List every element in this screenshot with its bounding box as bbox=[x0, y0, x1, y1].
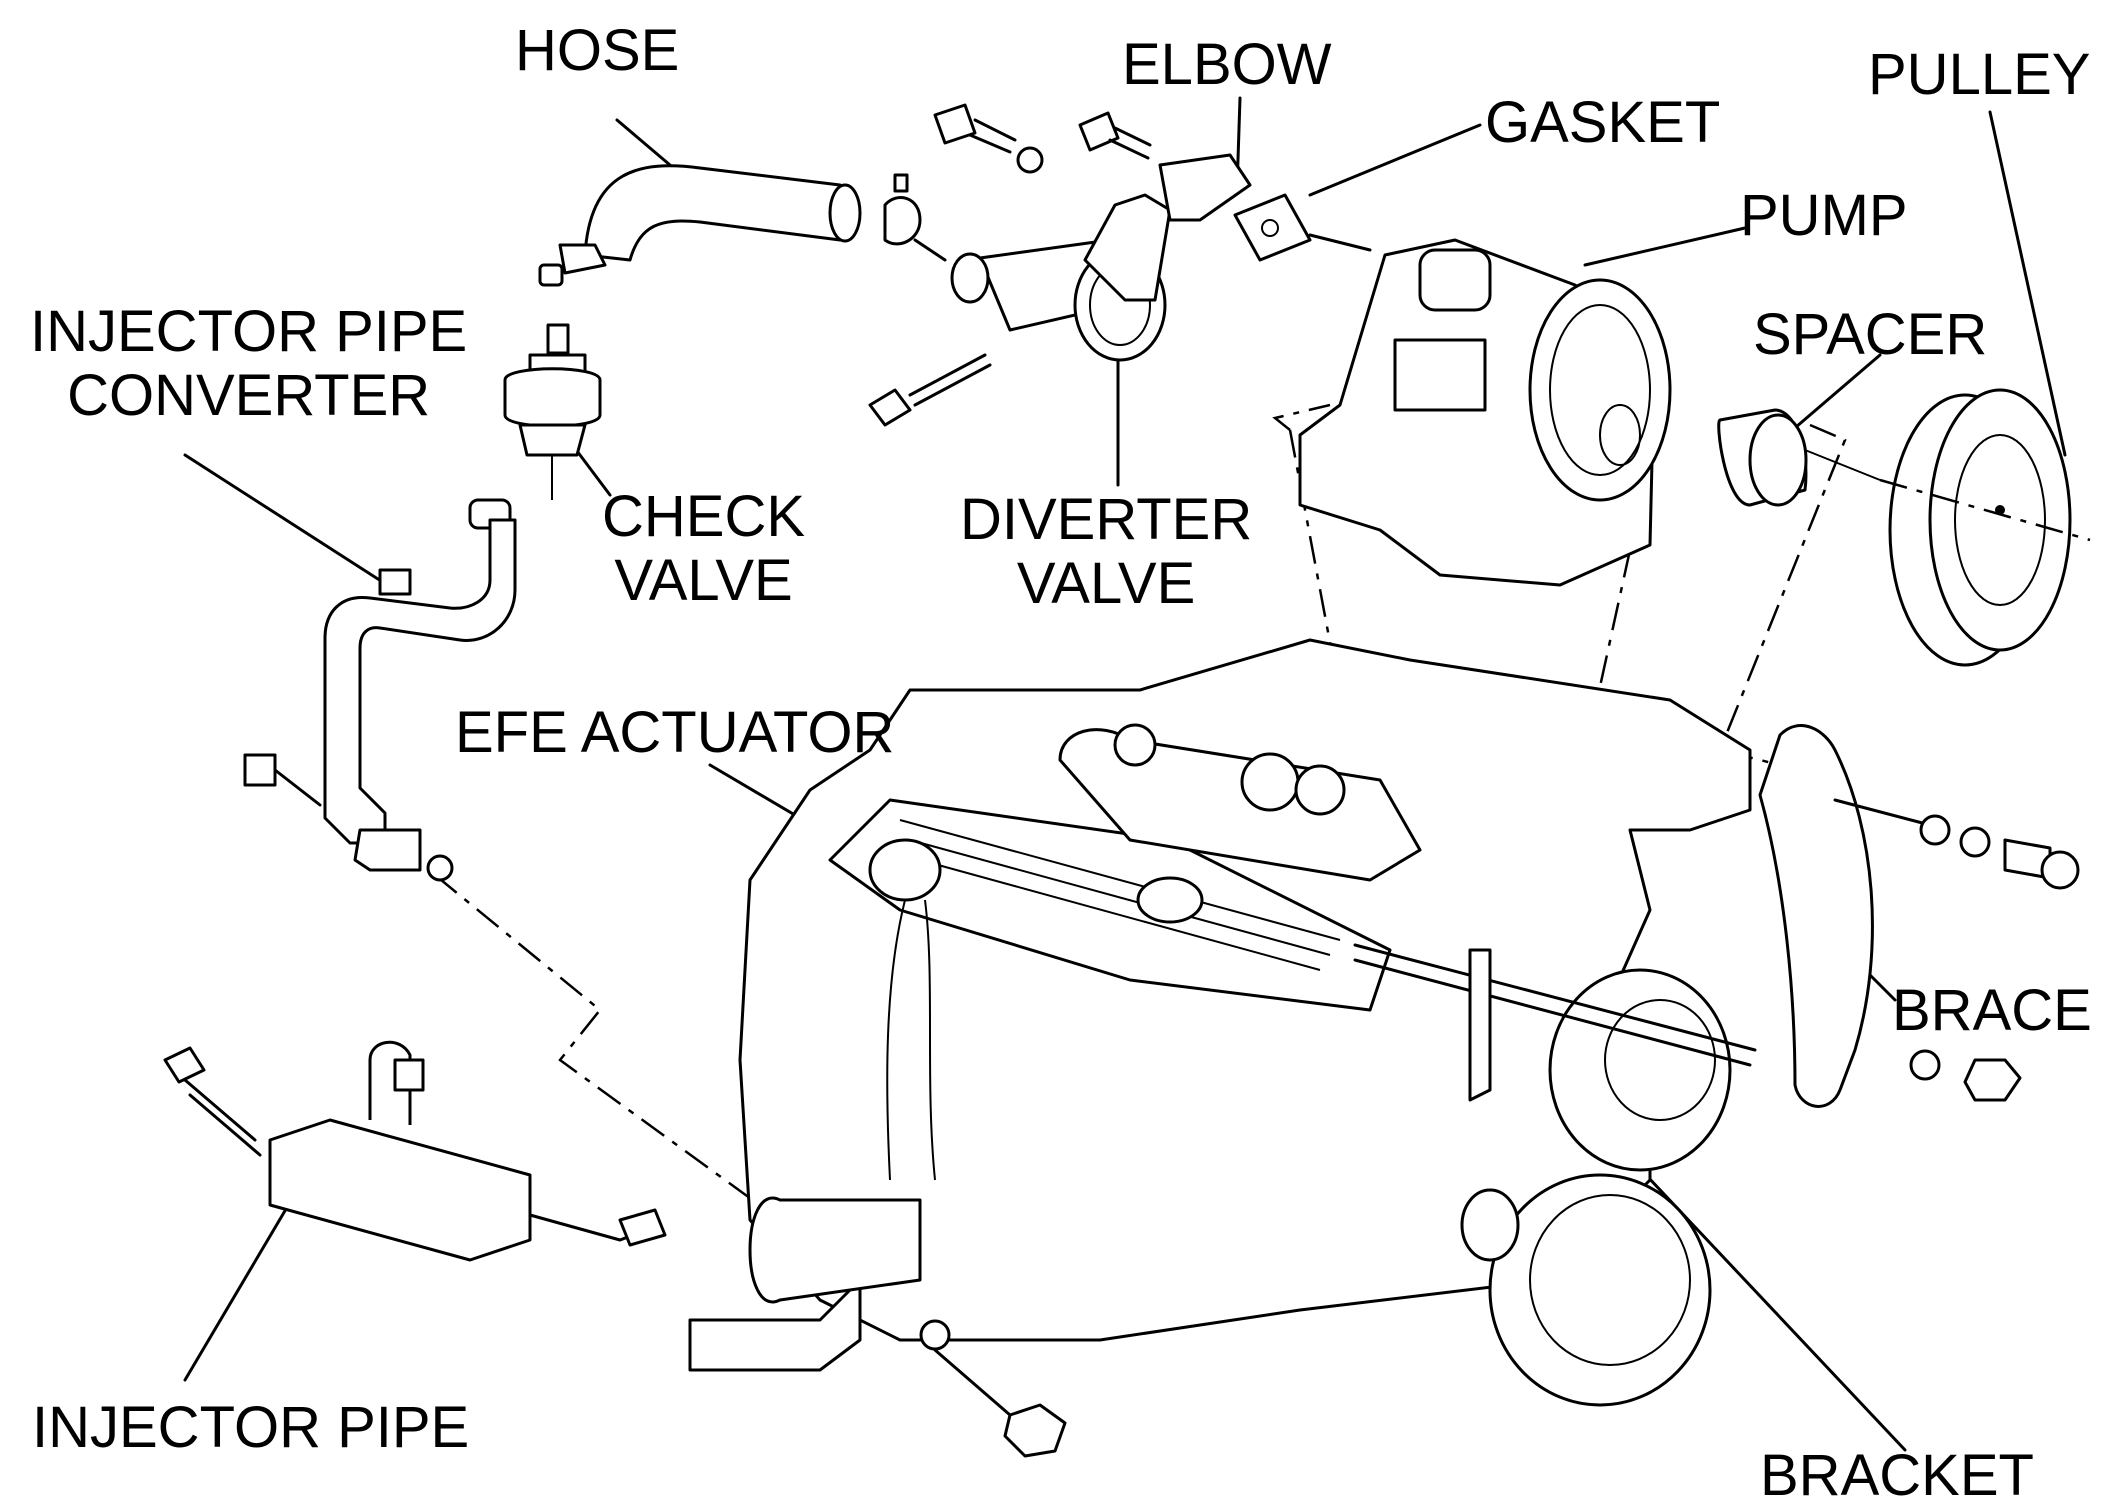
hose-label: HOSE bbox=[515, 18, 680, 83]
pump bbox=[1298, 238, 1672, 587]
hose bbox=[538, 164, 922, 287]
efe-actuator-label: EFE ACTUATOR bbox=[455, 700, 895, 765]
injector-pipe-label: INJECTOR PIPE bbox=[32, 1395, 470, 1460]
check-valve-label: CHECK VALVE bbox=[602, 484, 806, 613]
pulley-label: PULLEY bbox=[1868, 42, 2091, 107]
injector-pipe bbox=[163, 1040, 667, 1262]
injector-pipe-converter-label: INJECTOR PIPE CONVERTER bbox=[30, 299, 468, 428]
diverter-valve-label: DIVERTER VALVE bbox=[960, 487, 1253, 616]
engine-block bbox=[688, 638, 1757, 1458]
diverter-valve bbox=[868, 153, 1252, 427]
spacer bbox=[1717, 408, 1881, 507]
gasket-label: GASKET bbox=[1485, 90, 1721, 155]
brace bbox=[1758, 724, 2080, 1108]
pump-label: PUMP bbox=[1740, 183, 1908, 248]
check-valve bbox=[468, 323, 602, 530]
gasket bbox=[1233, 193, 1372, 262]
pulley bbox=[1879, 388, 2091, 667]
elbow-label: ELBOW bbox=[1122, 32, 1332, 97]
elbow-bolts bbox=[933, 103, 1152, 174]
brace-label: BRACE bbox=[1892, 978, 2092, 1043]
spacer-label: SPACER bbox=[1753, 302, 1988, 367]
bracket-label: BRACKET bbox=[1760, 1443, 2034, 1508]
injector-pipe-converter-tube bbox=[243, 518, 517, 882]
